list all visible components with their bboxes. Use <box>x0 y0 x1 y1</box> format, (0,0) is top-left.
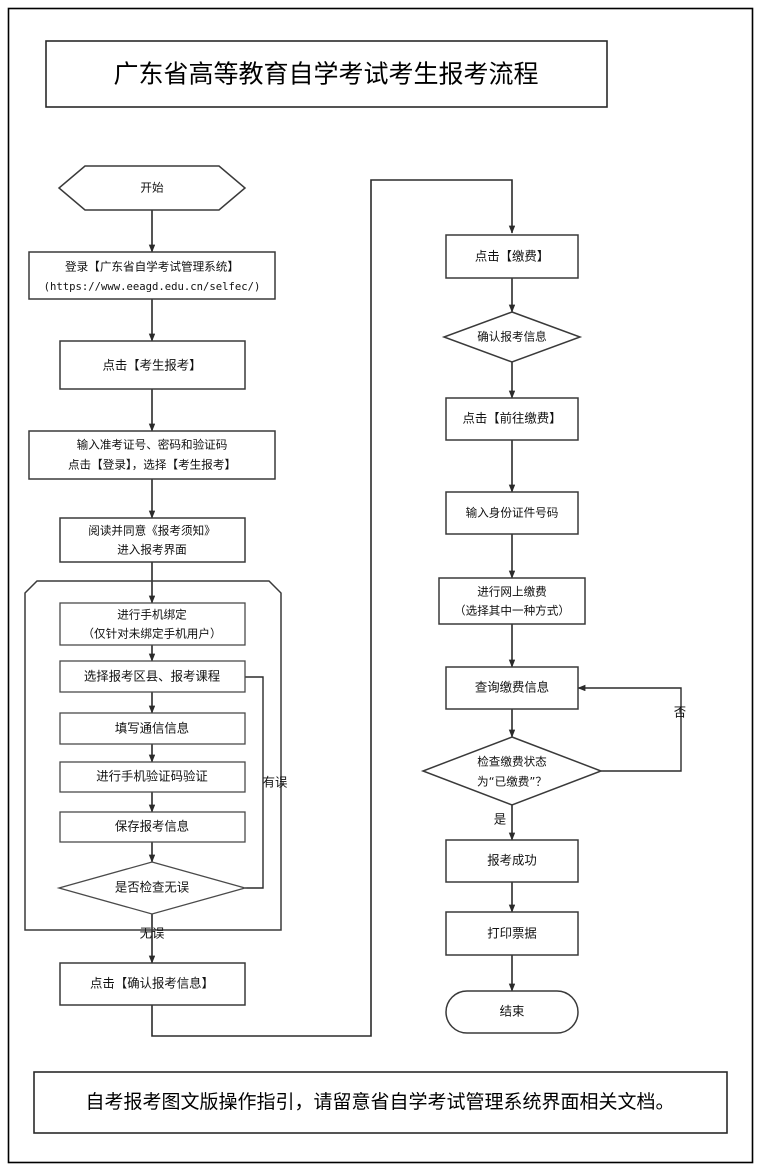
node-enter-creds-line2: 点击【登录】，选择【考生报考】 <box>68 458 236 472</box>
node-check-ok <box>56 861 248 915</box>
node-check-paid-line2: 为“已缴费”？ <box>477 775 547 789</box>
node-click-signup-label: 点击【考生报考】 <box>102 358 201 373</box>
page-title: 广东省高等教育自学考试考生报考流程 <box>113 60 538 89</box>
node-print-label: 打印票据 <box>487 926 537 941</box>
node-login-label-line2: (https://www.eeagd.edu.cn/selfec/) <box>44 281 261 293</box>
footer-note: 自考报考图文版操作指引，请留意省自学考试管理系统界面相关文档。 <box>85 1091 674 1113</box>
node-online-pay <box>438 577 586 625</box>
node-confirm-info <box>59 962 246 1006</box>
node-print <box>445 911 579 956</box>
node-confirm-info-label: 点击【确认报考信息】 <box>90 976 214 991</box>
node-click-pay <box>445 234 579 279</box>
registration-loop-group <box>24 580 282 931</box>
edge-label-yes: 是 <box>494 812 506 827</box>
node-login <box>28 251 276 300</box>
node-check-ok-label: 是否检查无误 <box>115 880 189 895</box>
node-end <box>445 990 579 1034</box>
node-success-label: 报考成功 <box>487 853 537 868</box>
node-check-paid-line1: 检查缴费状态 <box>477 755 547 769</box>
node-fill-contact <box>59 712 246 745</box>
node-end-label: 结束 <box>500 1004 525 1019</box>
node-click-pay-label: 点击【缴费】 <box>475 249 549 264</box>
node-start-label: 开始 <box>140 181 164 195</box>
edge-label-no: 否 <box>674 705 686 720</box>
footer-frame <box>33 1071 728 1134</box>
node-read-notice-line1: 阅读并同意《报考须知》 <box>88 524 216 538</box>
node-bind-phone <box>59 602 246 646</box>
node-read-notice <box>59 517 246 563</box>
node-goto-pay <box>445 397 579 441</box>
edge-checkpaid-querypay-no <box>577 684 682 772</box>
node-bind-phone-line1: 进行手机绑定 <box>117 608 187 622</box>
node-start <box>57 165 247 211</box>
node-login-label-line1: 登录【广东省自学考试管理系统】 <box>65 260 239 274</box>
node-save-info-label: 保存报考信息 <box>115 819 189 834</box>
node-click-signup <box>59 340 246 390</box>
node-confirm-reg <box>441 311 583 363</box>
edge-label-has-error: 有误 <box>263 775 288 790</box>
node-verify-sms-label: 进行手机验证码验证 <box>96 769 208 784</box>
node-confirm-reg-label: 确认报考信息 <box>477 330 547 344</box>
title-frame <box>45 40 608 108</box>
node-online-pay-line2: （选择其中一种方式） <box>454 604 570 618</box>
node-select-area <box>59 660 246 693</box>
node-enter-creds-line1: 输入准考证号、密码和验证码 <box>77 438 228 452</box>
node-enter-creds <box>28 430 276 480</box>
node-select-area-label: 选择报考区县、报考课程 <box>84 669 220 684</box>
edge-confirminfo-clickpay <box>151 179 516 1037</box>
node-query-pay-label: 查询缴费信息 <box>475 680 549 695</box>
node-read-notice-line2: 进入报考界面 <box>117 543 187 557</box>
page-border <box>7 7 754 1164</box>
node-online-pay-line1: 进行网上缴费 <box>477 585 547 599</box>
node-verify-sms <box>59 761 246 793</box>
node-enter-id <box>445 491 579 535</box>
edge-label-no-error: 无误 <box>140 926 165 941</box>
node-goto-pay-label: 点击【前往缴费】 <box>462 411 561 426</box>
node-check-paid <box>420 736 604 806</box>
node-fill-contact-label: 填写通信信息 <box>115 721 189 736</box>
node-query-pay <box>445 666 579 710</box>
node-success <box>445 839 579 883</box>
node-enter-id-label: 输入身份证件号码 <box>466 506 559 520</box>
node-save-info <box>59 811 246 843</box>
node-bind-phone-line2: （仅针对未绑定手机用户） <box>82 627 221 641</box>
